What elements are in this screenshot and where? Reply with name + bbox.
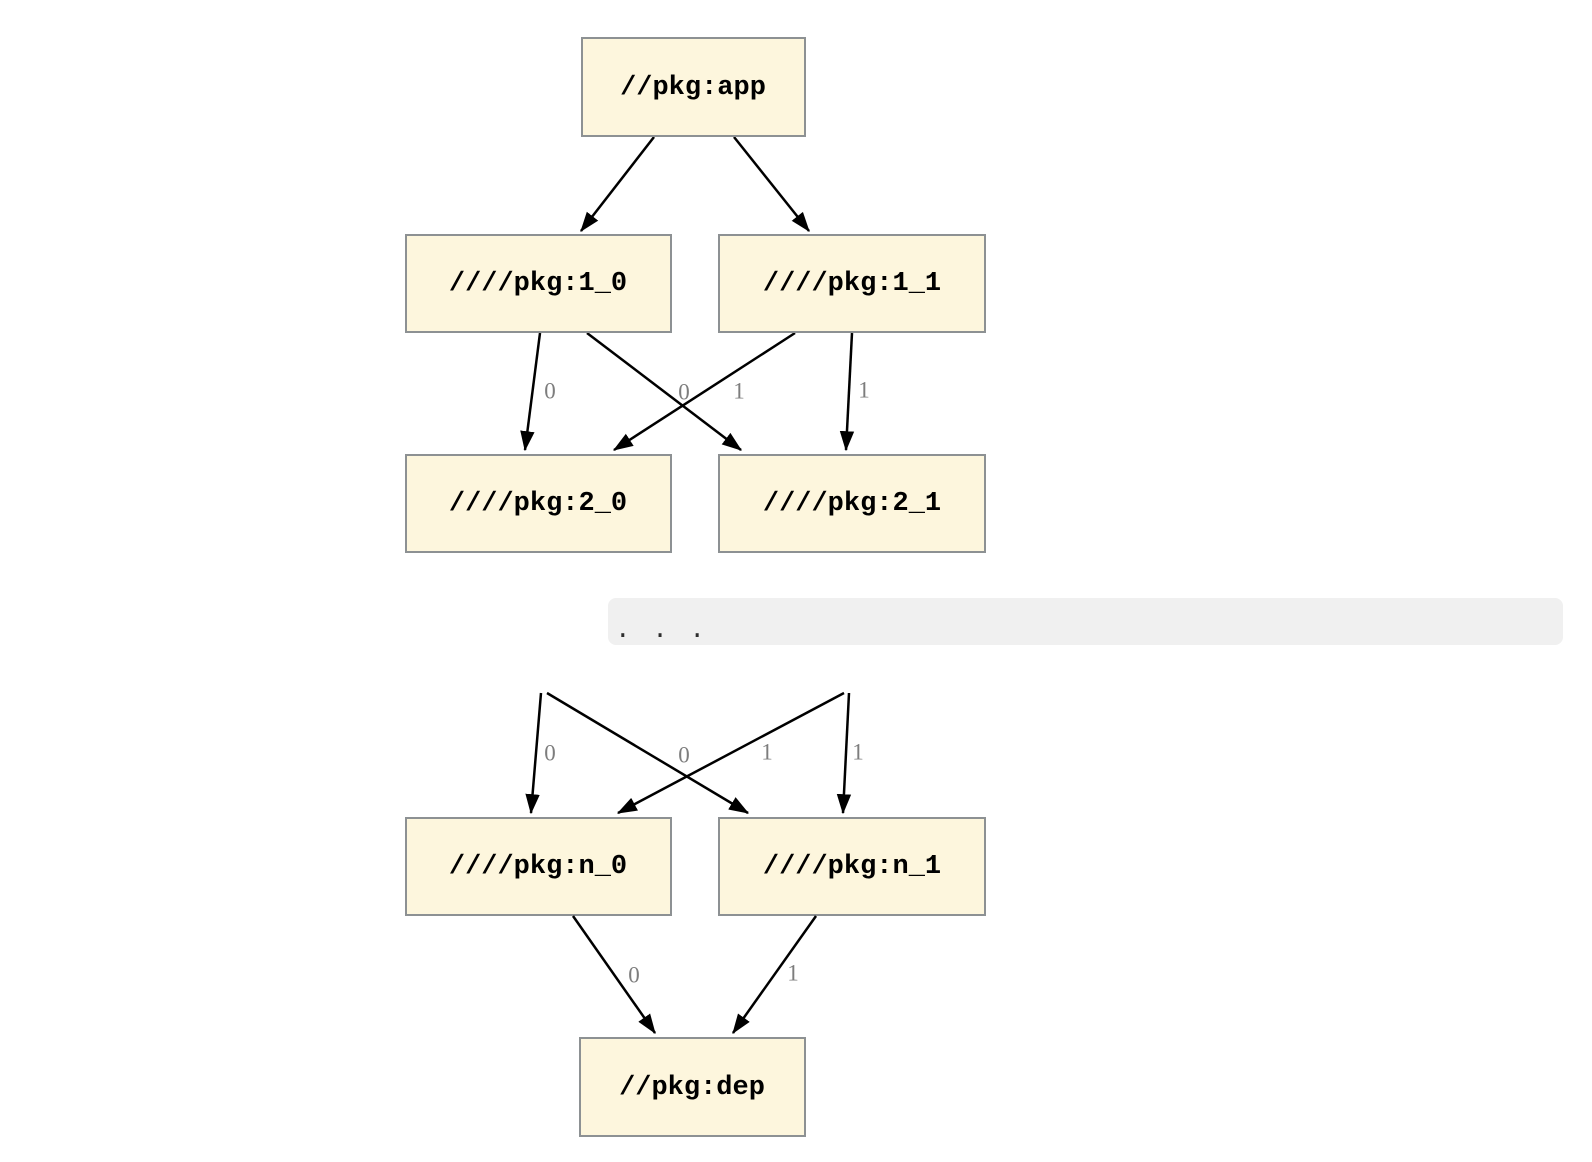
node-pkg-1_1: ////pkg:1_1 [718, 234, 986, 333]
node-label: ////pkg:2_0 [449, 489, 627, 519]
node-label: ////pkg:1_0 [449, 269, 627, 299]
node-pkg-2_1: ////pkg:2_1 [718, 454, 986, 553]
edge-prev-to-n_1-cross [546, 691, 750, 815]
edge-label: 0 [678, 743, 690, 768]
node-label: //pkg:dep [619, 1073, 765, 1103]
node-label: ////pkg:n_0 [449, 852, 627, 882]
edge-prev-to-n_1 [836, 692, 852, 815]
edge-label: 1 [733, 379, 745, 404]
node-pkg-n_0: ////pkg:n_0 [405, 817, 672, 916]
node-pkg-dep: //pkg:dep [579, 1037, 806, 1137]
edge-prev-to-n_0-cross [616, 691, 845, 815]
edge-app-to-1_1 [733, 136, 810, 232]
node-label: ////pkg:2_1 [763, 489, 941, 519]
edge-label: 1 [858, 378, 870, 403]
edge-n_1-to-dep [731, 915, 818, 1034]
edge-app-to-1_0 [580, 136, 655, 232]
node-pkg-n_1: ////pkg:n_1 [718, 817, 986, 916]
edge-prev-to-n_0 [525, 692, 543, 815]
node-pkg-2_0: ////pkg:2_0 [405, 454, 672, 553]
node-app: //pkg:app [581, 37, 806, 137]
edge-label: 0 [678, 380, 690, 405]
edge-n_0-to-dep [571, 915, 657, 1034]
edge-1_1-to-2_1 [839, 332, 855, 452]
edge-label: 0 [544, 741, 556, 766]
edge-label: 1 [852, 740, 864, 765]
edge-label: 0 [544, 379, 556, 404]
edge-1_1-to-2_0 [612, 331, 796, 452]
edge-1_0-to-2_0 [520, 332, 542, 452]
ellipsis-text: . . . [615, 615, 708, 645]
edge-label: 1 [761, 740, 773, 765]
edge-label: 0 [628, 963, 640, 988]
node-label: //pkg:app [620, 73, 766, 103]
edge-1_0-to-2_1 [586, 332, 742, 451]
ellipsis-separator: . . . [608, 598, 1563, 645]
node-label: ////pkg:1_1 [763, 269, 941, 299]
node-pkg-1_0: ////pkg:1_0 [405, 234, 672, 333]
node-label: ////pkg:n_1 [763, 852, 941, 882]
edge-label: 1 [787, 961, 799, 986]
